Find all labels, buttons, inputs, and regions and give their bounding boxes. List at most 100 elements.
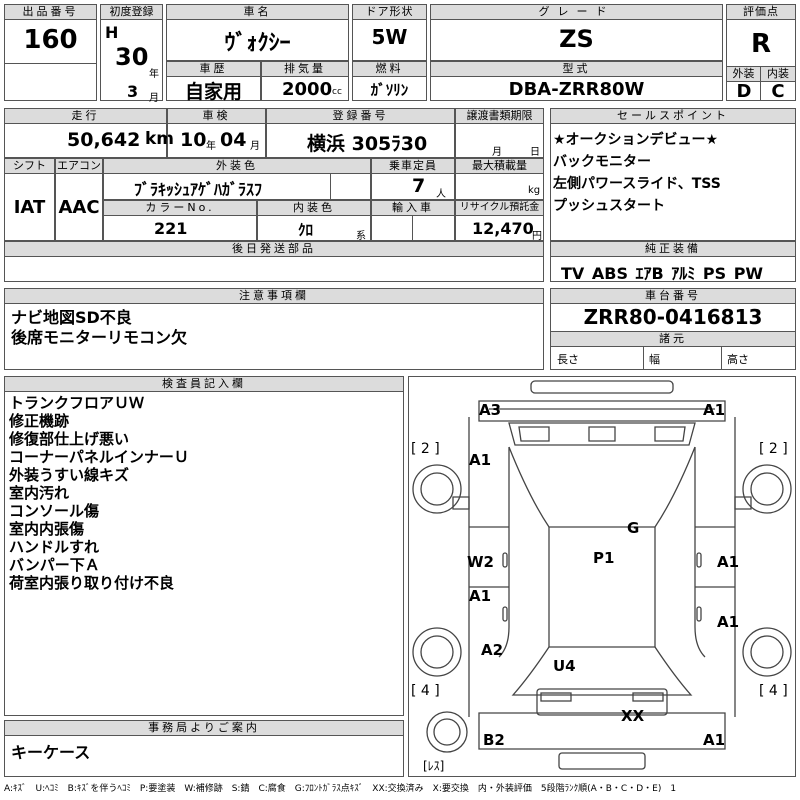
shift-label: シフト bbox=[5, 159, 54, 174]
color-no-box: カラーNo. 221 bbox=[103, 200, 257, 241]
sales-point-line: 左側パワースライド、TSS bbox=[553, 176, 721, 192]
damage-mark: A1 bbox=[703, 731, 726, 749]
mileage-unit: km bbox=[145, 129, 175, 149]
sales-point-line: バックモニター bbox=[553, 154, 651, 170]
inspector-box: 検査員記入欄 トランクフロアＵＷ 修正機跡 修復部仕上げ悪い コーナーパネルイン… bbox=[4, 376, 404, 716]
inspector-line: 修復部仕上げ悪い bbox=[9, 430, 130, 448]
damage-mark: U4 bbox=[553, 657, 576, 675]
transfer-label: 譲渡書類期限 bbox=[456, 109, 543, 124]
exterior-color-box: 外装色 ﾌﾞﾗｷｯｼｭｱｹﾞﾊｶﾞﾗｽﾌ bbox=[103, 158, 371, 200]
first-reg-label: 初度登録 bbox=[101, 5, 162, 20]
dimension-length: 長さ bbox=[557, 353, 579, 366]
first-reg-era: H bbox=[105, 23, 119, 42]
damage-mark: [ 4 ] bbox=[411, 683, 440, 699]
sales-point-line: ★オークションデビュー★ bbox=[553, 132, 719, 148]
inspector-line: 室内汚れ bbox=[9, 484, 70, 502]
first-reg-month-unit: 月 bbox=[149, 93, 159, 104]
displacement-label: 排気量 bbox=[262, 62, 348, 77]
score-box: 評価点 R 外装 内装 D C bbox=[726, 4, 796, 102]
displacement-unit: cc bbox=[332, 87, 342, 97]
lot-box: 出品番号 160 bbox=[4, 4, 97, 101]
lot-label: 出品番号 bbox=[5, 5, 96, 20]
later-parts-box: 後日発送部品 bbox=[4, 241, 544, 282]
shift-box: シフト IAT bbox=[4, 158, 55, 241]
exterior-color-value: ﾌﾞﾗｷｯｼｭｱｹﾞﾊｶﾞﾗｽﾌ bbox=[134, 180, 263, 199]
recycle-label: リサイクル預託金 bbox=[456, 201, 543, 216]
car-name-label: 車名 bbox=[167, 5, 348, 20]
import-box: 輸入車 bbox=[371, 200, 455, 241]
exterior-score-label: 外装 bbox=[727, 67, 761, 82]
aircon-value: AAC bbox=[58, 197, 100, 218]
sales-point-line: プッシュスタート bbox=[553, 198, 665, 214]
fuel-value: ｶﾞｿﾘﾝ bbox=[370, 81, 409, 99]
damage-mark: [ﾚｽ] bbox=[423, 759, 445, 773]
aircon-box: エアコン AAC bbox=[55, 158, 103, 241]
dimensions-label: 諸元 bbox=[551, 331, 795, 347]
first-reg-month: 3 bbox=[127, 82, 139, 101]
lot-number: 160 bbox=[23, 25, 78, 55]
inspector-line: トランクフロアＵＷ bbox=[9, 394, 145, 412]
inspector-line: 修正機跡 bbox=[9, 412, 70, 430]
displacement-value: 2000 bbox=[282, 79, 333, 100]
car-name-value: ｳﾞｫｸｼｰ bbox=[224, 31, 291, 56]
car-diagram: A3 A1 [ 2 ] [ 2 ] A1 G W2 P1 A1 A1 A1 A2… bbox=[408, 376, 796, 777]
damage-mark: A1 bbox=[703, 401, 726, 419]
fuel-label: 燃料 bbox=[353, 62, 426, 77]
equipment-label: 純正装備 bbox=[551, 242, 795, 257]
inspector-label: 検査員記入欄 bbox=[5, 377, 403, 392]
inspection-year: 10 bbox=[180, 129, 207, 151]
reg-number-box: 登録番号 横浜 305ﾗ30 bbox=[266, 108, 455, 158]
capacity-box: 乗車定員 7 人 bbox=[371, 158, 455, 200]
aircon-label: エアコン bbox=[56, 159, 102, 174]
office-value: キーケース bbox=[11, 743, 91, 762]
interior-score-value: C bbox=[771, 81, 785, 102]
max-load-box: 最大積載量 kg bbox=[455, 158, 544, 200]
first-reg-box: 初度登録 H 30 年 3 月 bbox=[100, 4, 163, 104]
notes-list: ナビ地図SD不良 後席モニターリモコン欠 bbox=[11, 308, 187, 348]
chassis-value: ZRR80-0416813 bbox=[583, 305, 763, 329]
reg-number-value: 横浜 305ﾗ30 bbox=[307, 133, 428, 155]
interior-color-value: ｸﾛ bbox=[298, 221, 314, 239]
damage-mark: XX bbox=[621, 707, 645, 725]
damage-mark: B2 bbox=[483, 731, 505, 749]
score-label: 評価点 bbox=[727, 5, 795, 20]
office-label: 事務局よりご案内 bbox=[5, 721, 403, 736]
door-label: ドア形状 bbox=[353, 5, 426, 20]
color-no-value: 221 bbox=[154, 219, 188, 238]
shift-value: IAT bbox=[13, 197, 46, 218]
damage-mark: A2 bbox=[481, 641, 504, 659]
mileage-box: 走行 50,642 km bbox=[4, 108, 174, 158]
transfer-box: 譲渡書類期限 月 日 bbox=[455, 108, 544, 158]
recycle-box: リサイクル預託金 12,470 円 bbox=[455, 200, 544, 242]
reg-number-label: 登録番号 bbox=[267, 109, 454, 124]
capacity-label: 乗車定員 bbox=[372, 159, 454, 174]
dimension-width: 幅 bbox=[649, 353, 660, 366]
damage-mark: W2 bbox=[467, 553, 494, 571]
interior-color-box: 内装色 ｸﾛ 系 bbox=[257, 200, 371, 242]
dimension-height: 高さ bbox=[727, 353, 749, 366]
transfer-month-unit: 月 bbox=[492, 147, 502, 158]
interior-color-unit: 系 bbox=[356, 231, 366, 242]
chassis-label: 車台番号 bbox=[551, 289, 795, 304]
capacity-value: 7 bbox=[412, 175, 426, 197]
sales-points-label: セールスポイント bbox=[551, 109, 795, 124]
mileage-label: 走行 bbox=[5, 109, 166, 124]
note-line: ナビ地図SD不良 bbox=[11, 308, 132, 327]
damage-mark: A1 bbox=[717, 553, 740, 571]
mileage-value: 50,642 bbox=[67, 129, 141, 151]
interior-score-label: 内装 bbox=[761, 67, 795, 82]
car-name-box: 車名 ｳﾞｫｸｼｰ bbox=[166, 4, 349, 61]
inspection-month: 04 bbox=[220, 129, 247, 151]
door-box: ドア形状 5W bbox=[352, 4, 427, 61]
inspector-line: ハンドルすれ bbox=[9, 538, 100, 556]
grade-box: グレード ZS bbox=[430, 4, 723, 61]
later-parts-label: 後日発送部品 bbox=[5, 242, 543, 257]
damage-mark: A3 bbox=[479, 401, 502, 419]
inspector-line: コンソール傷 bbox=[9, 502, 100, 520]
equipment-value: TV ABS ｴｱB ｱﾙﾐ PS PW bbox=[561, 264, 764, 283]
legend: A:ｷｽﾞ U:ﾍｺﾐ B:ｷｽﾞを伴うﾍｺﾐ P:要塗装 W:補修跡 S:錆 … bbox=[4, 784, 677, 794]
damage-mark: G bbox=[627, 519, 640, 537]
score-value: R bbox=[750, 29, 772, 59]
notes-label: 注意事項欄 bbox=[5, 289, 543, 304]
damage-mark: A1 bbox=[469, 587, 492, 605]
